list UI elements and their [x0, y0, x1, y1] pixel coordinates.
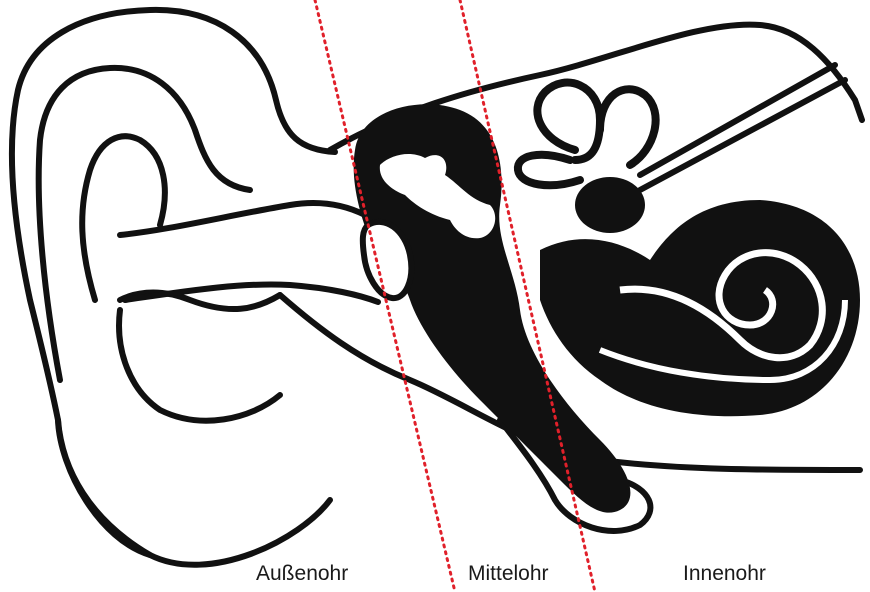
- label-inner-ear: Innenohr: [683, 562, 766, 586]
- concha-inner: [119, 310, 280, 421]
- auditory-nerve: [640, 65, 845, 190]
- helix-inner: [39, 68, 250, 380]
- ear-canal-lower: [125, 284, 378, 302]
- vestibule: [575, 177, 645, 233]
- semicircular-canal-a: [537, 83, 600, 160]
- ear-canal-upper: [120, 203, 365, 235]
- antihelix: [82, 136, 165, 300]
- cochlea: [540, 200, 860, 416]
- semicircular-canal-b: [600, 89, 656, 165]
- label-middle-ear: Mittelohr: [468, 562, 549, 586]
- lobe: [58, 420, 330, 565]
- label-outer-ear: Außenohr: [256, 562, 348, 586]
- semicircular-canal-c: [518, 155, 580, 185]
